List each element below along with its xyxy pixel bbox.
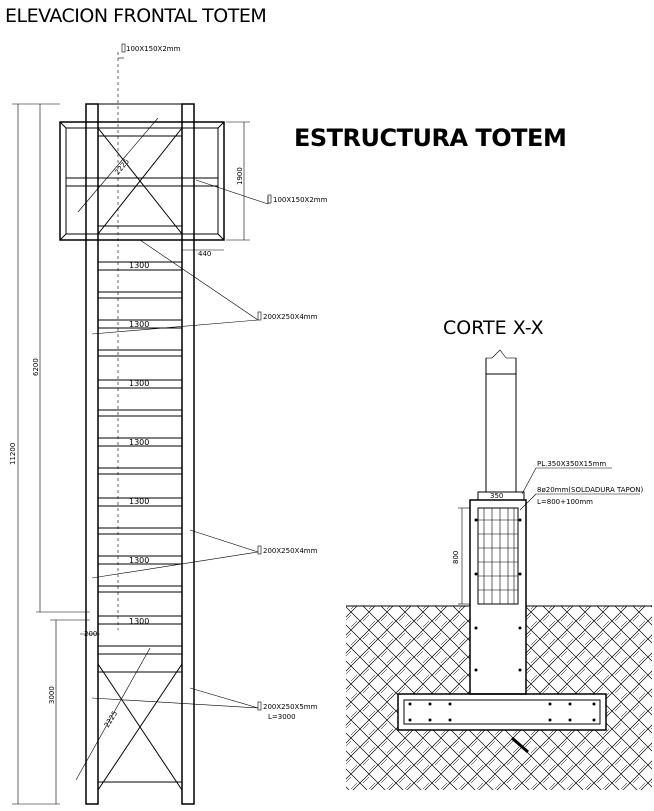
dim-1300-7: 1300 — [129, 617, 149, 626]
front-elevation-title: ELEVACION FRONTAL TOTEM — [5, 5, 266, 27]
dim-1300-2: 1300 — [129, 320, 149, 329]
callout-length: L=3000 — [268, 713, 296, 721]
dim-1300-5: 1300 — [129, 497, 149, 506]
structure-title: ESTRUCTURA TOTEM — [294, 124, 566, 152]
elevation-dimensions: 11200 6200 3000 1900 440 — [9, 103, 250, 805]
callout-250x5: 200X250X5mm — [263, 703, 318, 711]
dim-6200: 6200 — [32, 358, 40, 376]
callout-plate: PL.350X350X15mm — [537, 460, 606, 468]
dim-1300-3: 1300 — [129, 379, 149, 388]
callout-profile-frame: 100X150X2mm — [273, 196, 328, 204]
callout-250x4-b: 200X250X4mm — [263, 547, 318, 555]
dim-1900: 1900 — [236, 167, 244, 185]
dim-1300-6: 1300 — [129, 556, 149, 565]
callout-250x4-a: 200X250X4mm — [263, 313, 318, 321]
dim-11200: 11200 — [9, 443, 17, 465]
callout-bolt-length: L=800+100mm — [537, 498, 593, 506]
dim-1300-1: 1300 — [129, 261, 149, 270]
callout-profile-top: 100X150X2mm — [126, 45, 181, 53]
dim-440: 440 — [198, 250, 211, 258]
dim-350: 350 — [490, 492, 503, 500]
section-xx: 350 — [346, 349, 652, 790]
dim-2225-bottom: 2225 — [103, 710, 119, 729]
dim-1300-4: 1300 — [129, 438, 149, 447]
elevation-callouts: 100X150X2mm 100X150X2mm 200X250X4mm 200X… — [91, 43, 328, 721]
dim-3000: 3000 — [48, 686, 56, 704]
section-title: CORTE X-X — [443, 317, 544, 339]
totem-elevation: 2225 1300 1300 1300 1300 1300 1300 1300 — [59, 52, 225, 805]
callout-bolts: 8ø20mm(SOLDADURA TAPON) — [537, 486, 644, 494]
dim-800: 800 — [452, 551, 460, 564]
dim-200: 200 — [84, 630, 97, 638]
